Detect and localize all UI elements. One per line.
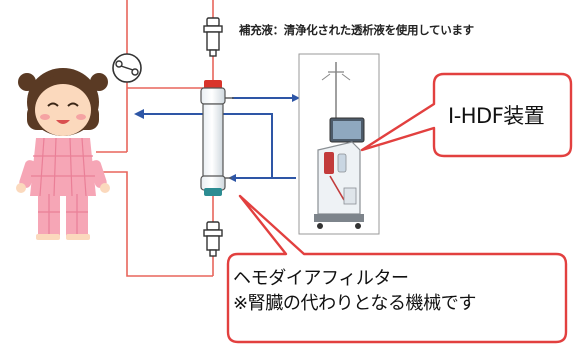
filter-callout-line2: ※腎臓の代わりとなる機械です [233, 293, 476, 314]
filter-callout-line1: ヘモダイアフィルター [233, 268, 409, 289]
blood-line-patient-lower [96, 171, 213, 277]
filter-callout-bubble [226, 194, 568, 344]
top-connector [203, 17, 223, 57]
arrow-left [134, 109, 144, 119]
patient-illustration [16, 68, 110, 240]
blood-circuit [96, 0, 214, 277]
dialysate-return-line [218, 113, 273, 179]
hemodiafilter [200, 80, 234, 196]
filter-callout-text: ヘモダイアフィルター ※腎臓の代わりとなる機械です [233, 266, 476, 316]
device-callout-label: I-HDF装置 [448, 104, 545, 128]
blood-pump [112, 53, 142, 83]
bottom-connector [203, 221, 223, 257]
arrow-to-device [292, 94, 300, 102]
substitution-fluid-caption: 補充液：清浄化された透析液を使用しています [239, 23, 474, 37]
i-hdf-device [298, 53, 380, 235]
device-callout-bubble [360, 72, 573, 158]
